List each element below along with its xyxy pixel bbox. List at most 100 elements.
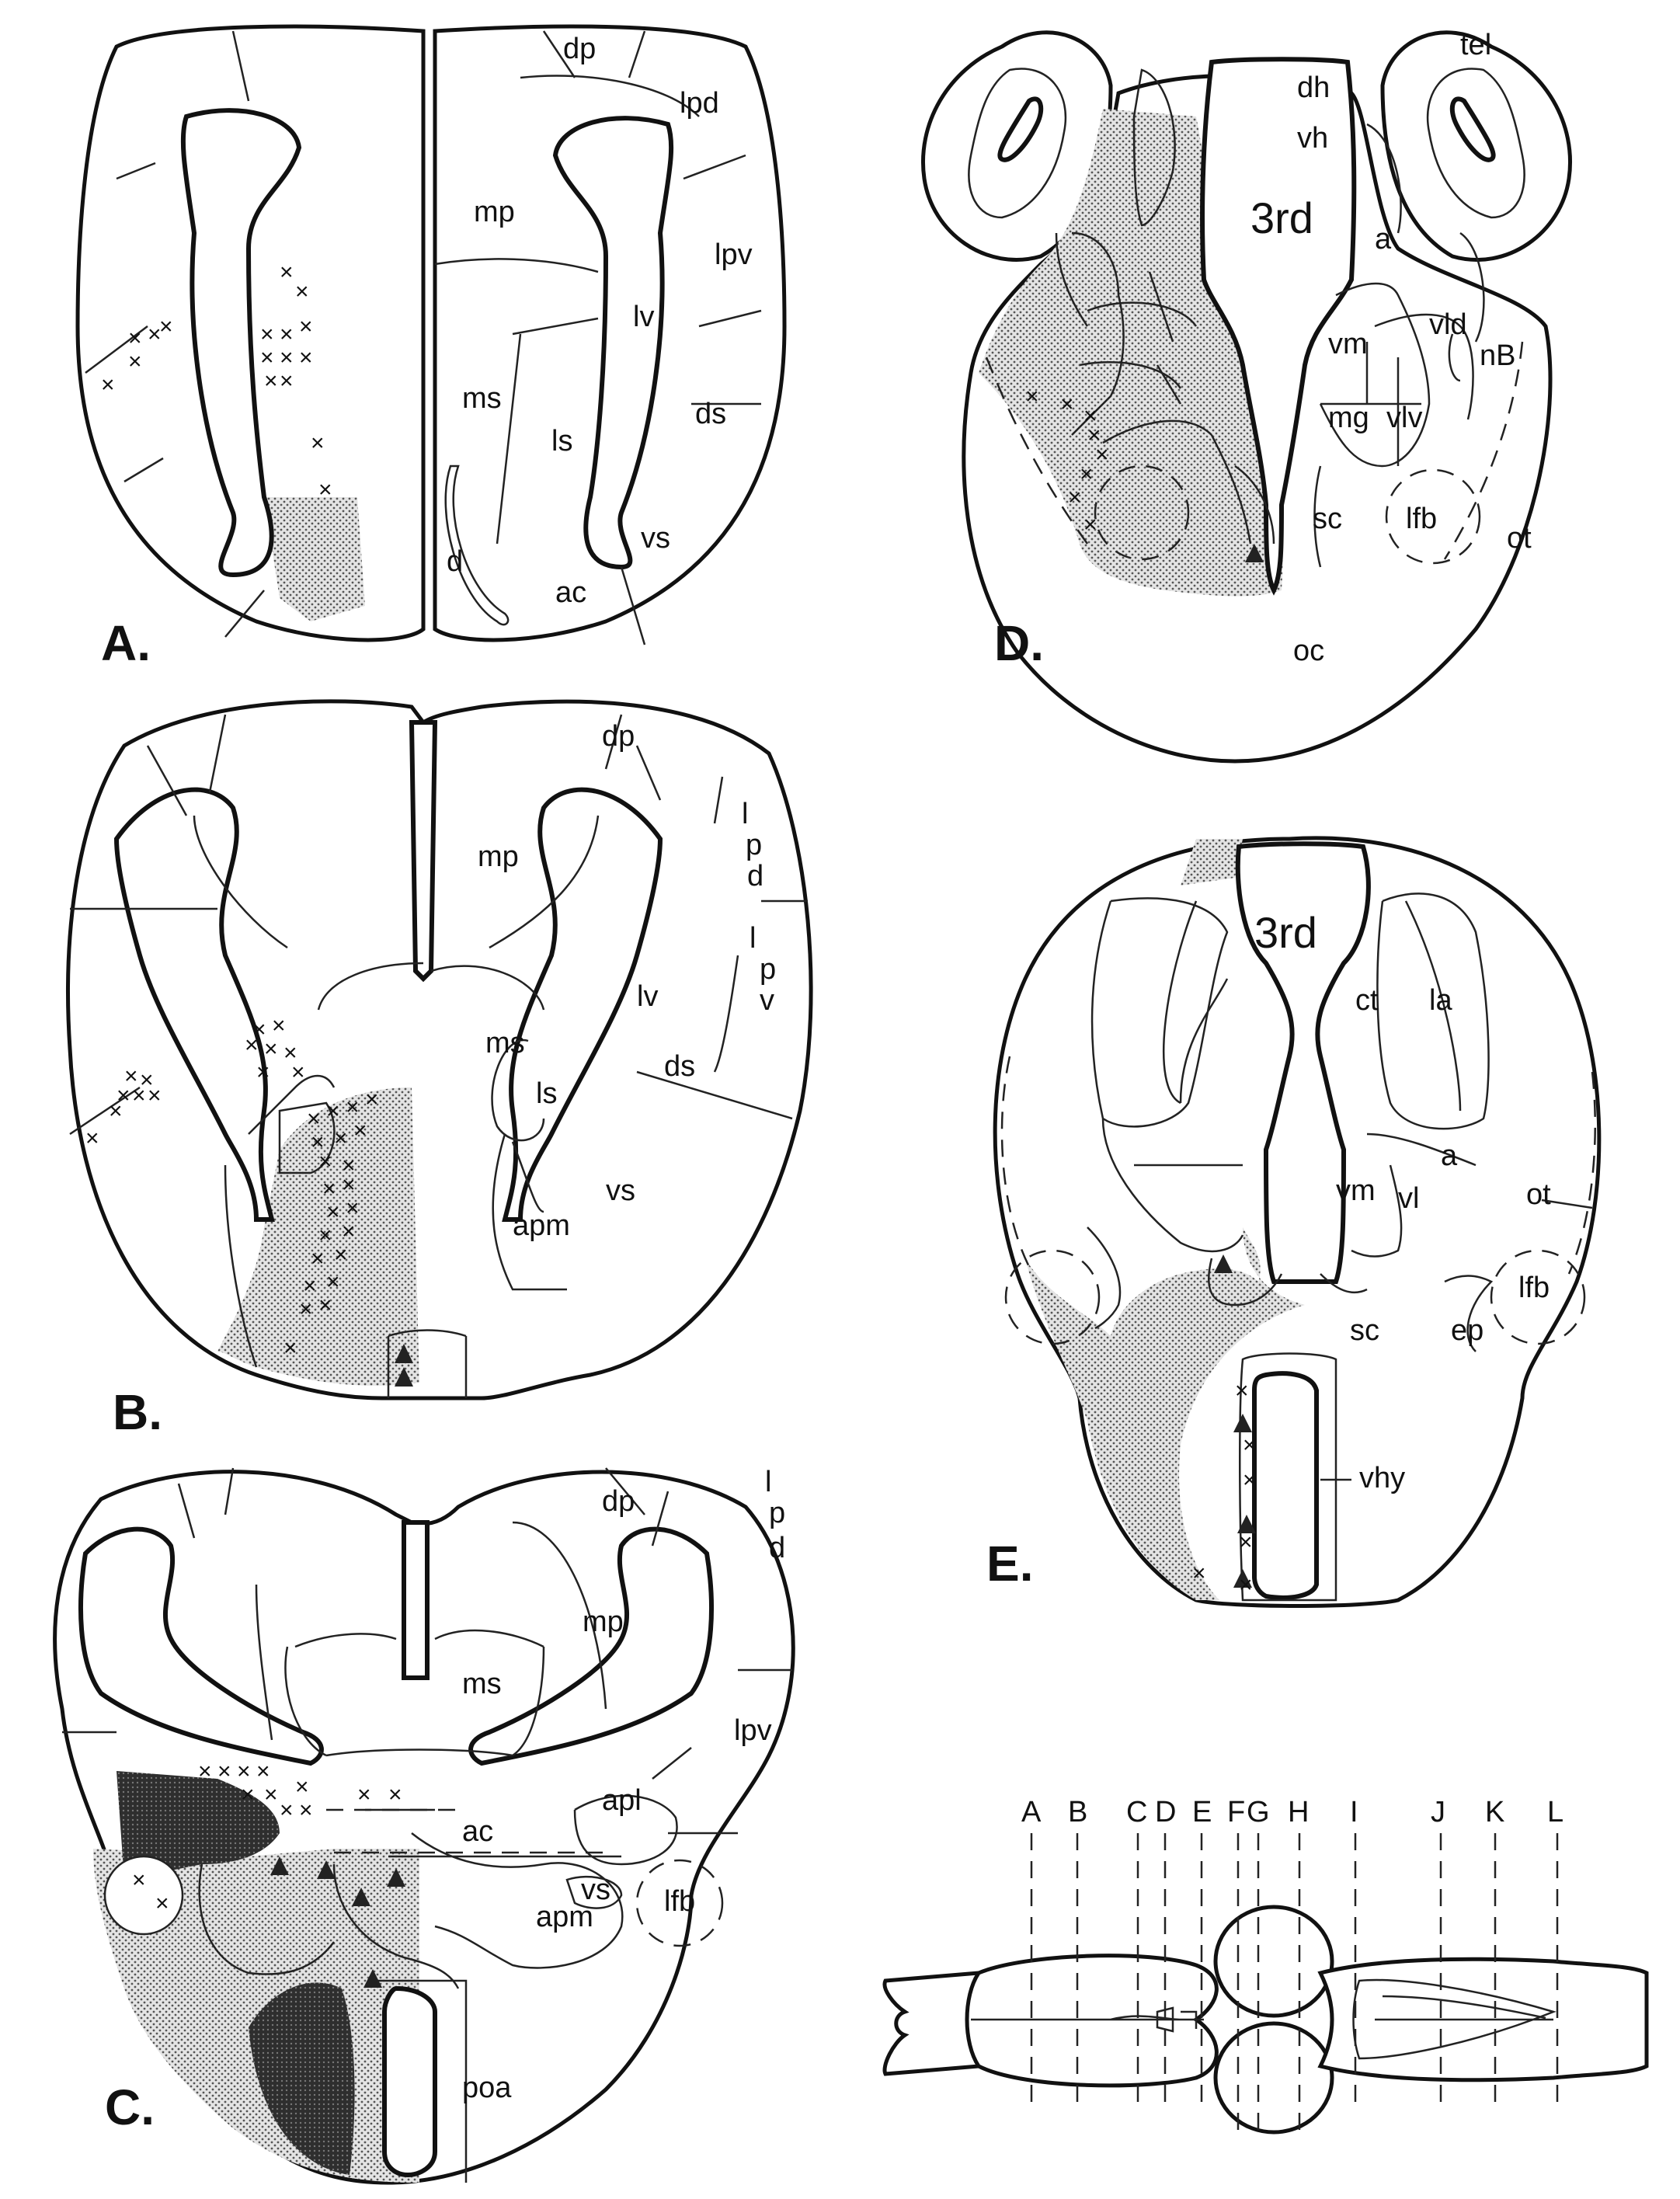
panel-b-midline-ventricle [409,720,438,983]
panel-b-boundaries [69,714,808,1398]
region-label: p [760,953,776,986]
region-label: lpv [734,1714,772,1747]
panel-d-labels: tel dh vh 3rd a vld vm nB mg vlv sc lfb … [1250,29,1532,667]
svg-text:×: × [326,1098,340,1124]
svg-text:×: × [280,1797,294,1823]
region-label: mp [478,840,519,873]
region-label: d [769,1532,785,1564]
svg-text:×: × [101,372,115,398]
region-label: sc [1313,503,1342,535]
panel-c-dense-region-upper [117,1771,280,1880]
region-label: dh [1297,71,1330,104]
panel-a-letter: A. [101,615,151,671]
panel-d-left-tel-ventricle [997,96,1044,162]
svg-text:×: × [1239,1529,1253,1555]
svg-text:×: × [346,1094,360,1120]
brain-index-level-labels: A B C D E F G H I J K L [1021,1796,1563,1828]
svg-text:×: × [299,314,313,339]
region-label: H [1288,1796,1309,1828]
panel-c-lfb-left [103,1855,184,1936]
svg-text:×: × [272,1013,286,1039]
brain-index-optic-lobe-bottom [1213,2021,1334,2135]
svg-text:×: × [299,1296,313,1322]
svg-text:×: × [280,368,294,394]
svg-text:×: × [256,1059,270,1085]
svg-text:×: × [326,1269,340,1295]
svg-text:×: × [1025,384,1039,409]
panel-c-letter: C. [105,2079,155,2135]
svg-text:×: × [342,1172,356,1198]
svg-text:×: × [1068,485,1082,510]
region-label: a [1441,1140,1458,1172]
region-label: sc [1350,1314,1379,1347]
label-lpd: lpd [680,87,719,120]
svg-text:×: × [1080,461,1094,487]
panel-a-d-strip [444,465,510,626]
svg-text:×: × [326,1199,340,1225]
svg-text:×: × [334,1126,348,1151]
region-label: K [1485,1796,1504,1828]
panel-d-right-tel-ventricle [1449,96,1496,162]
region-label: p [769,1497,785,1529]
region-label: lfb [1406,503,1437,535]
svg-text:×: × [1095,442,1109,468]
svg-text:×: × [303,1273,317,1299]
region-label: nB [1480,339,1515,372]
panel-c: ××× ××× ××× ×× ×× dp l p d mp ms lpv apl… [53,1466,795,2185]
panel-c-triangles [270,1856,405,1988]
region-label: d [747,860,763,892]
panel-a: ×× ××× ××× ×× ×× ××× ×× dp lpd mp lpv lv… [75,24,787,671]
triangle-marker [395,1367,413,1387]
region-label: I [1350,1796,1358,1828]
region-label: B [1068,1796,1087,1828]
panel-b-letter: B. [113,1384,162,1440]
svg-text:×: × [318,477,332,503]
svg-text:×: × [109,1098,123,1124]
svg-text:×: × [264,368,278,394]
svg-text:×: × [148,1083,162,1108]
svg-text:×: × [318,1293,332,1318]
label-ac: ac [555,576,586,609]
region-label: lfb [664,1885,695,1918]
svg-text:×: × [311,1129,325,1155]
region-label: 3rd [1254,908,1317,957]
svg-text:×: × [1087,423,1101,448]
region-label: dp [602,1485,635,1518]
svg-text:×: × [1083,512,1097,538]
panel-e-lfb-left [1004,1249,1101,1345]
panel-a-stipple-region [264,497,365,621]
svg-text:×: × [283,1335,297,1361]
panel-d: ×× ×× ×× ×× tel dh vh 3rd a vld vm nB mg… [921,29,1572,764]
region-label: mg [1328,402,1369,434]
panel-e-triangles [1214,1254,1256,1588]
panel-c-lfb-right [635,1859,724,1947]
svg-text:×: × [283,1040,297,1066]
svg-text:×: × [299,1797,313,1823]
svg-text:×: × [342,1153,356,1178]
svg-text:×: × [245,1032,259,1058]
panel-e-stipple-region [1025,839,1305,1600]
svg-text:×: × [280,345,294,371]
region-label: 3rd [1250,193,1313,242]
svg-text:×: × [217,1759,231,1784]
svg-text:×: × [1235,1378,1249,1404]
svg-text:×: × [264,1782,278,1808]
panel-d-lfb-right [1385,468,1481,565]
region-label: a [1375,223,1392,256]
region-label: ot [1526,1178,1551,1211]
region-label: J [1431,1796,1445,1828]
svg-text:×: × [280,259,294,285]
region-label: p [746,829,762,861]
svg-text:×: × [256,1759,270,1784]
svg-text:×: × [295,279,309,304]
svg-text:×: × [124,1063,138,1089]
label-vs: vs [641,522,670,555]
region-label: mp [583,1606,624,1638]
panel-c-right-ventricle [468,1526,714,1766]
svg-text:×: × [132,1083,146,1108]
triangle-marker [395,1344,413,1363]
svg-text:×: × [264,1036,278,1062]
panel-c-midline-ventricle [402,1520,430,1680]
region-label: D [1155,1796,1176,1828]
